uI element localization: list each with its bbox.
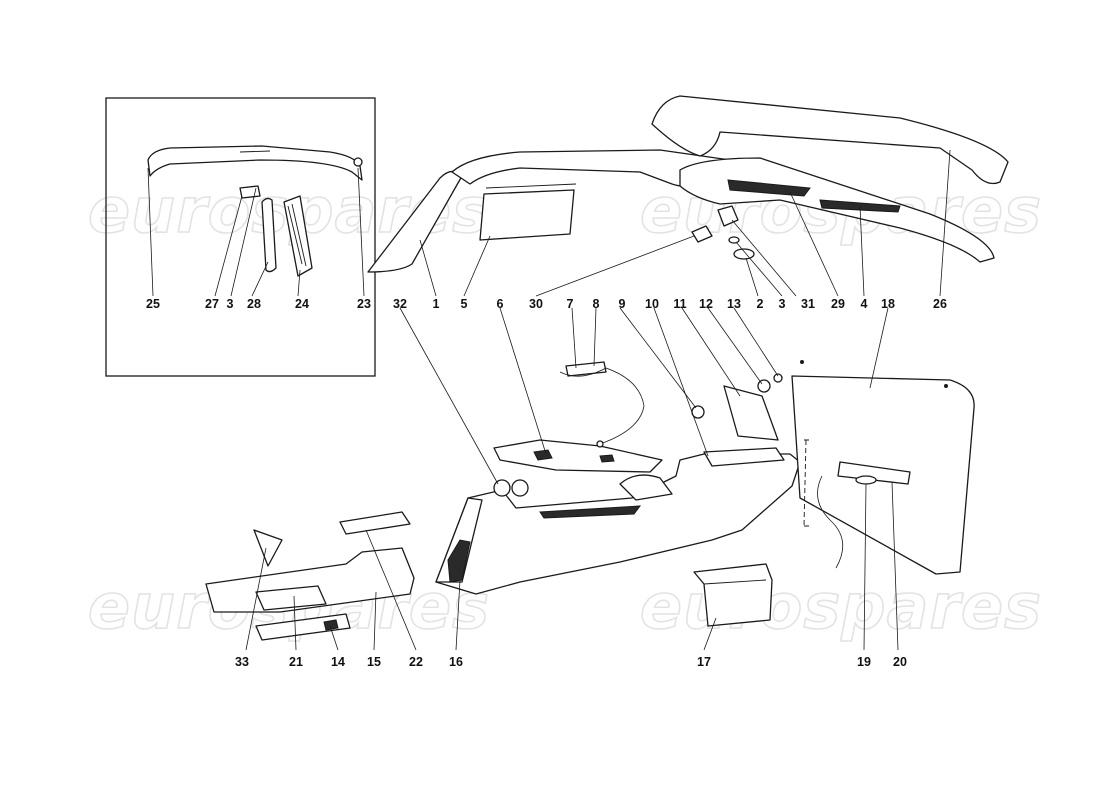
sun-visor-5	[479, 189, 575, 241]
inset-label-28: 28	[247, 297, 261, 311]
console-bin-10	[703, 447, 785, 467]
callout-6: 6	[497, 297, 504, 311]
callout-19: 19	[857, 655, 871, 669]
inset-frame	[105, 97, 376, 377]
callout-9: 9	[619, 297, 626, 311]
switch-12	[757, 379, 771, 393]
side-panel-group	[791, 360, 975, 575]
callout-8: 8	[593, 297, 600, 311]
floor-parts-group	[205, 511, 773, 641]
inset-label-25: 25	[146, 297, 160, 311]
console-end-panel	[435, 497, 483, 583]
switch-19	[855, 475, 877, 485]
callout-7: 7	[567, 297, 574, 311]
callout-11: 11	[673, 297, 686, 311]
watermark-bottom-right: eurospares	[640, 570, 1042, 643]
badge-33	[253, 529, 283, 567]
roof-trim-group	[367, 95, 1009, 273]
center-console-16	[435, 453, 801, 595]
switch-13	[773, 373, 783, 383]
inset-headliner-part	[147, 145, 363, 181]
floor-cover-22	[339, 511, 411, 535]
callout-32: 32	[393, 297, 407, 311]
center-console-group	[435, 373, 801, 595]
interior-light-29	[727, 179, 811, 197]
leader-lines	[147, 149, 951, 651]
callout-2: 2	[757, 297, 764, 311]
inset-label-27: 27	[205, 297, 219, 311]
visor-clip-2	[733, 248, 755, 260]
callout-5: 5	[461, 297, 468, 311]
console-ashtray-opening	[447, 539, 471, 583]
callout-13: 13	[727, 297, 741, 311]
inset-label-23: 23	[357, 297, 371, 311]
switch-panel-20	[837, 461, 911, 485]
callout-21: 21	[289, 655, 303, 669]
callout-18: 18	[881, 297, 895, 311]
callout-labels: 25 27 3 28 24 23 32 1 5 6 7 8 9 10 11 12…	[146, 297, 947, 669]
inset-label-24: 24	[295, 297, 309, 311]
callout-29: 29	[831, 297, 845, 311]
callout-20: 20	[893, 655, 907, 669]
inset-clip-27	[239, 185, 261, 199]
callout-16: 16	[449, 655, 463, 669]
callout-22: 22	[409, 655, 423, 669]
callout-4: 4	[861, 297, 868, 311]
callout-3: 3	[779, 297, 786, 311]
callout-33: 33	[235, 655, 249, 669]
inset-parts	[147, 145, 363, 277]
visor-clip-30	[691, 225, 713, 243]
inset-trim-strip-28	[261, 197, 277, 273]
switch-plate-8	[565, 361, 607, 377]
wiring-group	[559, 361, 645, 448]
callout-17: 17	[697, 655, 711, 669]
console-gauge-left-32	[493, 479, 511, 497]
console-channel	[539, 505, 642, 519]
console-gauge-right-32	[511, 479, 529, 497]
callout-26: 26	[933, 297, 947, 311]
inset-label-3: 3	[227, 297, 234, 311]
rear-roof-panel-26	[651, 95, 1009, 185]
callout-15: 15	[367, 655, 381, 669]
floor-mat-14	[255, 613, 351, 641]
console-switch-6a	[533, 449, 553, 461]
console-lid-11	[723, 385, 779, 441]
gear-lever-boot	[619, 474, 673, 501]
callout-10: 10	[645, 297, 659, 311]
callout-14: 14	[331, 655, 345, 669]
floor-mat-insert-21	[255, 585, 327, 611]
washer-3	[728, 236, 740, 244]
callout-12: 12	[699, 297, 713, 311]
callout-30: 30	[529, 297, 543, 311]
side-wiring	[817, 475, 844, 569]
callout-31: 31	[801, 297, 815, 311]
inset-clip-23	[353, 157, 363, 167]
console-switch-6b	[599, 454, 615, 463]
callout-1: 1	[433, 297, 440, 311]
wiring-harness-7	[559, 367, 645, 445]
console-top-plate-6	[493, 439, 663, 473]
inset-pillar-trim-24	[283, 195, 313, 277]
